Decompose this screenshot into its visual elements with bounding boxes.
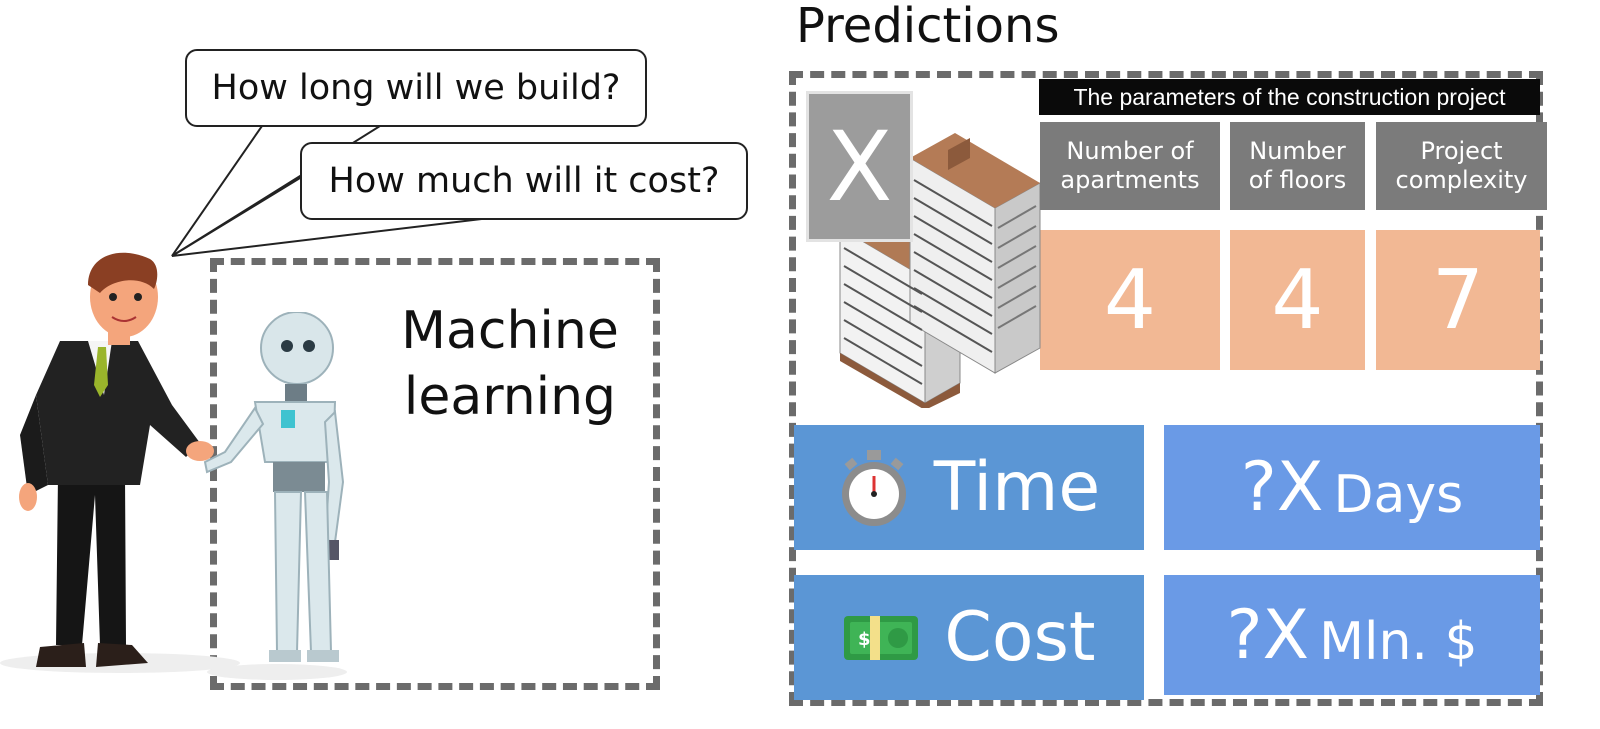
output-time-text: Time: [933, 448, 1101, 527]
stopwatch-icon: [841, 449, 906, 526]
ml-label-line1: Machine: [401, 301, 619, 361]
param-complexity-line2: complexity: [1395, 166, 1528, 194]
machine-learning-label: Machine learning: [370, 298, 650, 430]
ml-label-line2: learning: [403, 367, 617, 427]
question-cost-text: How much will it cost?: [328, 161, 720, 201]
x-input-box: X: [806, 91, 913, 242]
question-time-text: How long will we build?: [211, 68, 621, 108]
param-floors-line2: of floors: [1248, 166, 1347, 194]
param-value-apartments: 4: [1040, 230, 1220, 370]
speech-bubble-time: How long will we build?: [185, 49, 647, 127]
output-time-label: Time: [794, 425, 1144, 550]
param-floors-line1: Number: [1249, 137, 1346, 165]
x-label: X: [826, 110, 893, 223]
output-cost-text: Cost: [944, 598, 1096, 677]
param-apartments-line2: apartments: [1060, 166, 1200, 194]
output-cost-label: $ Cost: [794, 575, 1144, 700]
businessman-illustration: [0, 252, 240, 673]
parameters-title: The parameters of the construction proje…: [1039, 79, 1540, 115]
param-value-complexity: 7: [1376, 230, 1540, 370]
speech-bubble-cost: How much will it cost?: [300, 142, 748, 220]
output-cost-unit: Mln. $: [1319, 612, 1478, 672]
machine-learning-box: [210, 258, 660, 690]
output-time-value: ?X Days: [1164, 425, 1540, 550]
output-cost-value: ?X Mln. $: [1164, 575, 1540, 695]
param-value-floors: 4: [1230, 230, 1365, 370]
param-apartments-line1: Number of: [1066, 137, 1194, 165]
output-time-prefix: ?X: [1240, 448, 1324, 527]
banknote-icon: $: [844, 615, 919, 660]
output-cost-prefix: ?X: [1226, 595, 1310, 675]
output-time-unit: Days: [1333, 464, 1464, 525]
predictions-title: Predictions: [796, 0, 1060, 54]
svg-text:$: $: [858, 629, 871, 650]
param-complexity-line1: Project: [1420, 137, 1503, 165]
predictions-box: [789, 71, 1543, 706]
robot-illustration: [203, 312, 347, 680]
